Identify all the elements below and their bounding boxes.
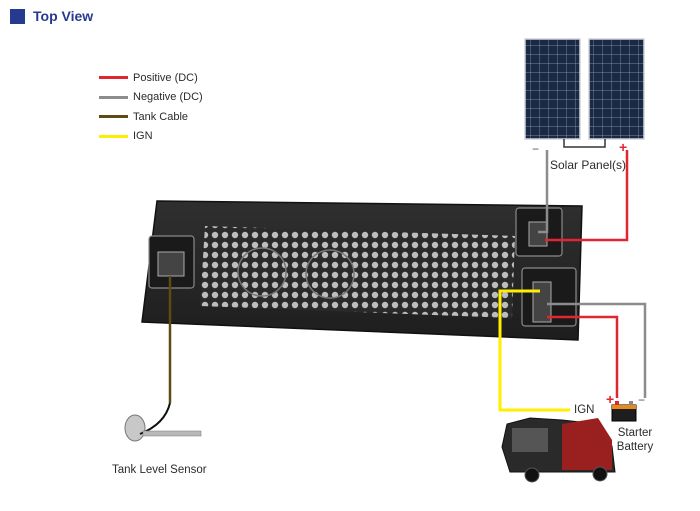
solar-panels-label: Solar Panel(s) bbox=[550, 158, 627, 172]
solar-panel-right bbox=[588, 38, 645, 140]
starter-battery-line1: Starter bbox=[617, 427, 653, 439]
fan-icon bbox=[305, 249, 355, 299]
legend-item-negative: Negative (DC) bbox=[99, 88, 203, 108]
panel-link-cable bbox=[563, 139, 606, 148]
ign-label: IGN bbox=[574, 404, 595, 416]
battery-positive-wire bbox=[547, 315, 619, 398]
tank-connector-icon bbox=[157, 251, 185, 277]
solar-panels bbox=[524, 38, 645, 148]
battery-plus-label: + bbox=[606, 391, 615, 407]
ign-swatch-icon bbox=[99, 134, 128, 138]
battery-terminal-positive bbox=[615, 401, 619, 405]
page-header: Top View bbox=[10, 8, 93, 24]
vehicle-cab bbox=[562, 418, 612, 470]
solar-panel-left bbox=[524, 38, 581, 140]
vehicle-icon bbox=[501, 417, 616, 483]
battery-top-stripe bbox=[612, 405, 636, 409]
legend: Positive (DC) Negative (DC) Tank Cable I… bbox=[99, 68, 203, 146]
tank-swatch-icon bbox=[99, 115, 128, 119]
legend-label: Positive (DC) bbox=[133, 71, 198, 84]
starter-battery bbox=[611, 401, 637, 422]
battery-negative-wire bbox=[547, 302, 647, 398]
tank-sensor-label: Tank Level Sensor bbox=[112, 464, 207, 476]
starter-battery-label: Starter Battery bbox=[610, 426, 660, 454]
vehicle-window bbox=[512, 428, 548, 452]
positive-swatch-icon bbox=[99, 76, 128, 80]
legend-label: Tank Cable bbox=[133, 110, 189, 123]
tank-level-sensor bbox=[124, 402, 202, 442]
solar-connector-icon bbox=[528, 221, 548, 247]
solar-positive-wire bbox=[545, 150, 629, 242]
fan-icon bbox=[237, 247, 287, 297]
sensor-head-icon bbox=[124, 414, 146, 442]
solar-plus-label: + bbox=[619, 139, 628, 155]
legend-item-ign: IGN bbox=[99, 127, 203, 147]
battery-terminal-negative bbox=[629, 401, 633, 405]
negative-swatch-icon bbox=[99, 95, 128, 99]
vent-grille bbox=[200, 226, 515, 318]
sensor-probe-icon bbox=[142, 430, 202, 437]
solar-minus-label: − bbox=[532, 142, 540, 156]
wires bbox=[168, 150, 647, 412]
legend-label: IGN bbox=[133, 130, 153, 143]
vehicle-wheel bbox=[524, 467, 540, 483]
battery-minus-label: − bbox=[638, 393, 646, 407]
control-unit bbox=[141, 200, 583, 341]
starter-battery-line2: Battery bbox=[616, 441, 654, 453]
legend-item-positive: Positive (DC) bbox=[99, 68, 203, 88]
solar-negative-wire bbox=[538, 150, 549, 234]
page-title: Top View bbox=[33, 8, 94, 24]
ign-wire bbox=[498, 289, 570, 412]
legend-item-tank: Tank Cable bbox=[99, 107, 203, 127]
title-marker-icon bbox=[10, 8, 25, 24]
legend-label: Negative (DC) bbox=[133, 91, 203, 104]
vehicle-wheel bbox=[592, 466, 608, 482]
